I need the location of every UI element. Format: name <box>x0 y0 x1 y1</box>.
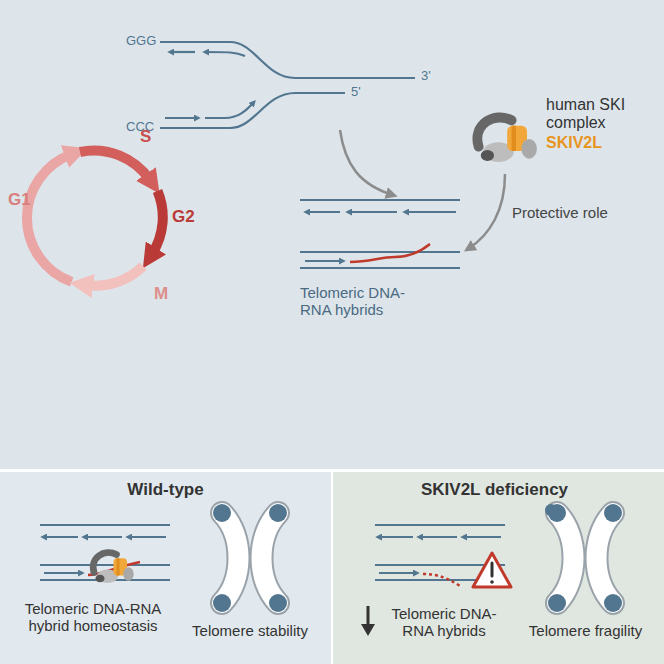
phase-label: M <box>154 284 168 304</box>
phase-label: S <box>140 127 151 147</box>
subunit-name: SKIV2L <box>546 134 602 152</box>
panel-heading: Wild-type <box>0 480 331 500</box>
panel: Wild-typeTelomeric DNA-RNA hybrid homeos… <box>0 472 331 664</box>
panel-text: Telomeric DNA-RNA hybrid homeostasis <box>18 600 168 635</box>
panel-text: Telomere fragility <box>523 622 648 639</box>
hybrid-label: Telomeric DNA-RNA hybrids <box>300 284 435 319</box>
strand-end-label: GGG <box>126 34 156 49</box>
arrow-label: Protective role <box>512 204 608 221</box>
panel-heading: SKIV2L deficiency <box>329 480 660 500</box>
phase-label: G1 <box>8 190 31 210</box>
panel: SKIV2L deficiencyTelomeric DNA-RNA hybri… <box>333 472 664 664</box>
panel-text: Telomeric DNA-RNA hybrids <box>379 605 509 640</box>
strand-end-label: 5' <box>351 85 361 100</box>
panel-text: Telomere stability <box>190 622 310 639</box>
strand-end-label: 3' <box>421 69 431 84</box>
complex-name: human SKI complex <box>546 96 656 133</box>
phase-label: G2 <box>172 207 195 227</box>
